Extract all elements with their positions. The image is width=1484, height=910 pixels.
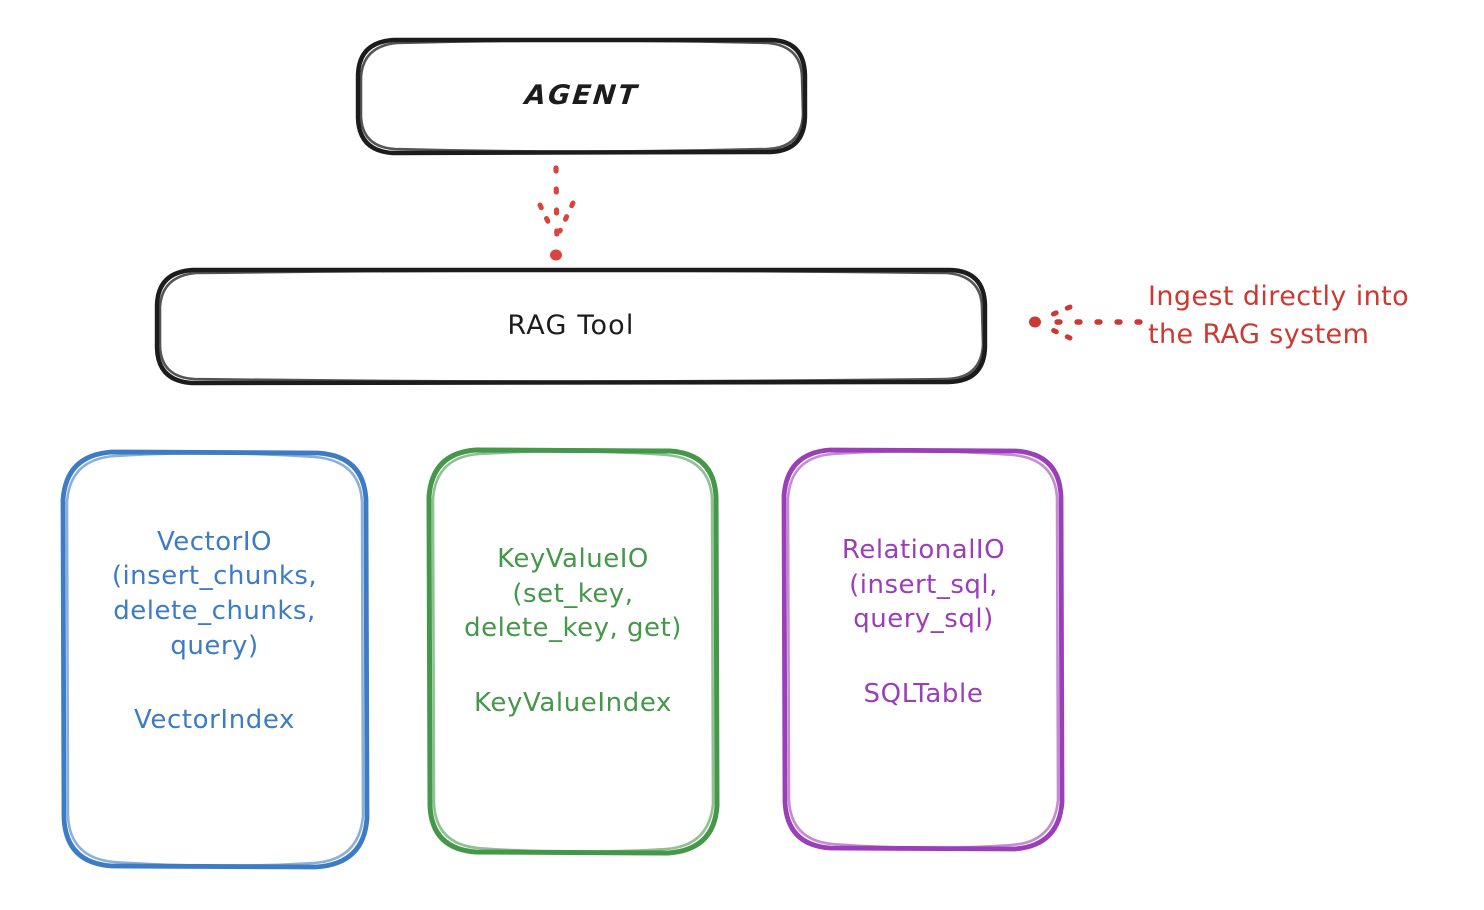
keyvalueio-node[interactable]: KeyValueIO (set_key, delete_key, get) Ke… xyxy=(428,448,718,854)
vectorio-box-outline xyxy=(60,449,370,870)
relationalio-node[interactable]: RelationalIO (insert_sql, query_sql) SQL… xyxy=(785,448,1062,850)
agent-node[interactable]: AGENT xyxy=(357,39,807,154)
rag-tool-box-outline xyxy=(154,267,988,386)
rag-tool-label: RAG Tool xyxy=(507,310,635,342)
agent-box-outline xyxy=(355,37,808,156)
agent-to-rag-arrow xyxy=(537,165,576,261)
rag-tool-node[interactable]: RAG Tool xyxy=(156,269,986,384)
vectorio-label: VectorIO (insert_chunks, delete_chunks, … xyxy=(111,526,318,661)
ingest-to-rag-arrow xyxy=(1029,304,1143,341)
ingest-annotation-text: Ingest directly into the RAG system xyxy=(1148,281,1410,351)
relationalio-sublabel: SQLTable xyxy=(863,678,984,709)
keyvalueio-sublabel: KeyValueIndex xyxy=(474,687,672,718)
keyvalueio-label: KeyValueIO (set_key, delete_key, get) xyxy=(464,544,682,644)
relationalio-box-outline xyxy=(781,447,1065,852)
keyvalueio-box-outline xyxy=(426,447,720,856)
agent-label: AGENT xyxy=(523,80,641,112)
relationalio-label: RelationalIO (insert_sql, query_sql) xyxy=(841,535,1006,635)
vectorio-sublabel: VectorIndex xyxy=(133,705,296,736)
vectorio-node[interactable]: VectorIO (insert_chunks, delete_chunks, … xyxy=(62,450,367,868)
